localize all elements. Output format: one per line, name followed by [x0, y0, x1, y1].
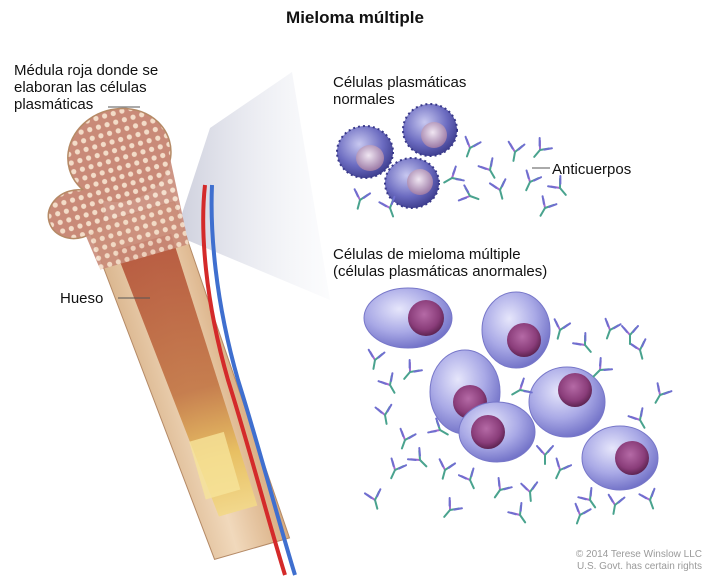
myeloma-cell — [364, 288, 452, 348]
antibody-icon — [519, 170, 541, 193]
myeloma-cell — [529, 367, 605, 437]
antibody-icon — [438, 498, 462, 522]
antibody-icon — [508, 379, 532, 402]
antibody-icon — [548, 176, 572, 200]
antibody-icon — [490, 179, 510, 201]
antibody-icon — [578, 488, 601, 512]
label-normales-line1: Células plasmáticas — [333, 74, 466, 91]
antibody-icon — [630, 339, 650, 361]
antibody-icon — [521, 482, 539, 501]
copyright-line2: U.S. Govt. has certain rights — [576, 561, 702, 573]
antibody-icon — [508, 503, 531, 527]
label-mieloma-line2: (células plasmáticas anormales) — [333, 263, 547, 280]
antibody-icon — [549, 458, 571, 481]
normal-plasma-cell — [337, 126, 393, 178]
antibody-icon — [479, 158, 502, 182]
antibody-icon — [573, 333, 597, 357]
antibody-icon — [350, 189, 370, 211]
antibody-icon — [537, 446, 553, 464]
antibody-icon — [398, 360, 422, 384]
antibody-icon — [534, 196, 557, 220]
label-medula-line3: plasmáticas — [14, 96, 158, 113]
antibody-icon — [459, 137, 480, 159]
label-normales: Células plasmáticas normales — [333, 74, 466, 108]
antibody-icon — [639, 489, 660, 511]
label-medula: Médula roja donde se elaboran las célula… — [14, 62, 158, 113]
myeloma-cell — [582, 426, 658, 490]
antibody-icon — [569, 504, 590, 526]
antibody-icon — [622, 326, 638, 344]
magnification-beam — [175, 72, 330, 300]
normal-plasma-cell — [403, 104, 457, 156]
antibody-icon — [408, 448, 432, 472]
copyright-line1: © 2014 Terese Winslow LLC — [576, 549, 702, 561]
antibody-icon — [365, 489, 385, 511]
antibody-icon — [528, 138, 552, 162]
label-mieloma-line1: Células de mieloma múltiple — [333, 246, 547, 263]
label-hueso: Hueso — [60, 290, 103, 307]
antibody-icon — [440, 167, 464, 190]
antibody-icon — [606, 495, 625, 516]
antibody-icon — [506, 142, 525, 163]
antibody-icon — [649, 383, 672, 407]
antibody-icon — [394, 429, 415, 451]
label-medula-line1: Médula roja donde se — [14, 62, 158, 79]
antibody-icon — [384, 458, 406, 481]
label-anticuerpos: Anticuerpos — [552, 161, 631, 178]
antibody-icon — [379, 373, 402, 397]
label-mieloma: Células de mieloma múltiple (células pla… — [333, 246, 547, 280]
antibody-icon — [366, 350, 385, 371]
antibody-icon — [599, 319, 620, 341]
copyright-notice: © 2014 Terese Winslow LLC U.S. Govt. has… — [576, 549, 702, 573]
antibody-icon — [376, 405, 395, 426]
label-normales-line2: normales — [333, 91, 466, 108]
antibody-icon — [550, 319, 570, 341]
myeloma-cell — [459, 402, 535, 462]
antibody-icon — [488, 478, 511, 502]
antibody-icon — [459, 185, 481, 206]
antibody-icon — [459, 468, 481, 491]
antibody-icon — [435, 459, 455, 481]
myeloma-cell — [482, 292, 550, 368]
label-medula-line2: elaboran las células — [14, 79, 158, 96]
